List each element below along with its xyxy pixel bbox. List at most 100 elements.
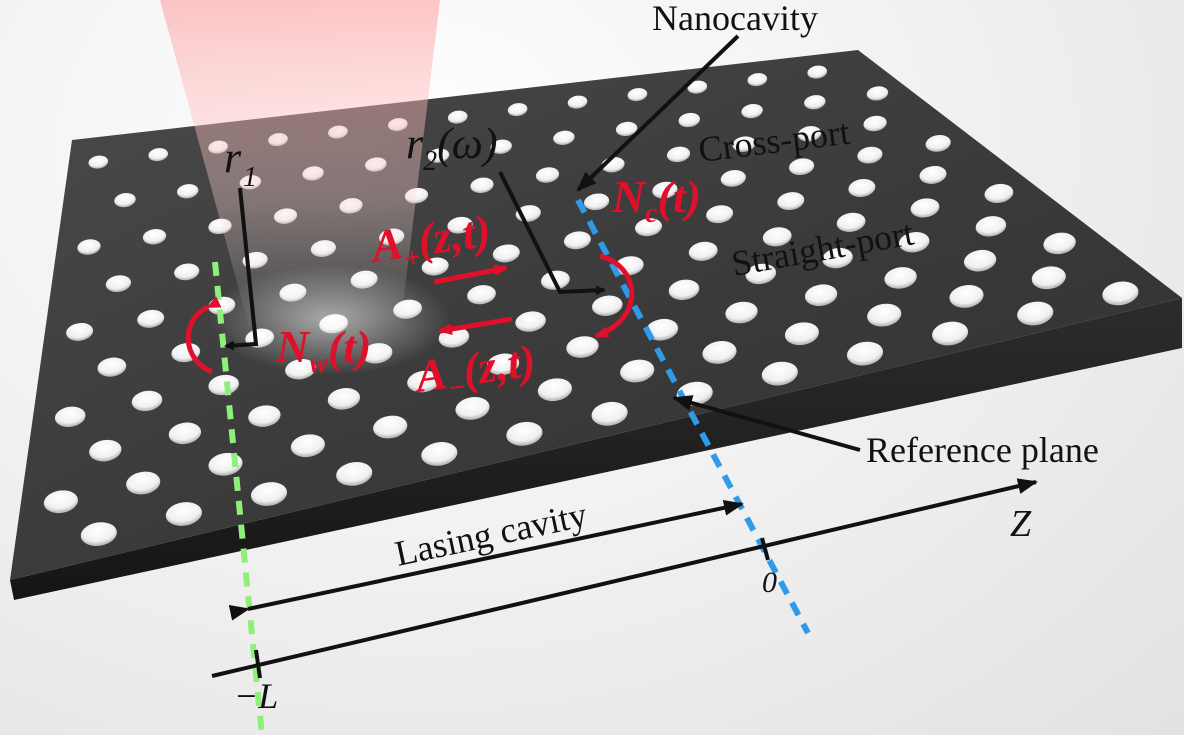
- air-hole: [615, 121, 638, 137]
- air-hole: [373, 415, 408, 439]
- air-hole: [89, 439, 122, 462]
- air-hole: [290, 434, 325, 458]
- air-hole: [447, 110, 468, 124]
- air-hole: [848, 179, 876, 197]
- air-hole: [592, 295, 623, 316]
- air-hole: [174, 263, 200, 281]
- air-hole: [208, 374, 239, 396]
- air-hole: [867, 303, 902, 327]
- air-hole: [97, 357, 127, 377]
- air-hole: [725, 301, 758, 324]
- air-hole: [137, 309, 165, 328]
- air-hole: [566, 336, 599, 358]
- air-hole: [688, 241, 718, 261]
- air-hole: [919, 165, 947, 184]
- air-hole: [884, 267, 917, 289]
- air-hole: [77, 239, 101, 255]
- a-plus-arrow: [433, 264, 508, 285]
- air-hole: [634, 218, 663, 237]
- air-hole: [506, 421, 543, 446]
- air-hole: [678, 112, 701, 128]
- laser-beam: [160, 0, 440, 330]
- air-hole: [467, 285, 496, 305]
- minus-l-tick: [254, 649, 262, 679]
- air-hole: [591, 401, 628, 426]
- air-hole: [142, 228, 167, 245]
- air-hole: [455, 397, 490, 420]
- air-hole: [963, 249, 997, 272]
- air-hole: [788, 158, 815, 176]
- zero-tick: [760, 537, 770, 561]
- air-hole: [486, 353, 520, 376]
- air-hole: [248, 405, 281, 427]
- zero-label: 0: [762, 566, 777, 599]
- air-hole: [898, 232, 930, 253]
- air-hole: [490, 139, 512, 154]
- air-hole: [165, 502, 202, 526]
- air-hole: [567, 95, 588, 109]
- r2-label: r2(ω): [406, 119, 498, 177]
- air-hole: [932, 321, 969, 346]
- air-hole: [131, 390, 163, 412]
- air-hole: [126, 471, 161, 495]
- minus-l-label: −L: [234, 676, 278, 716]
- r2-pointer: [498, 171, 606, 296]
- nc-label: Nc(t): [611, 171, 701, 229]
- air-hole: [507, 103, 528, 117]
- air-hole: [620, 359, 655, 383]
- air-hole: [706, 205, 734, 224]
- air-hole: [975, 216, 1007, 237]
- air-hole: [515, 311, 546, 332]
- blue-dashed-line: [575, 198, 811, 635]
- a-minus-arrow: [438, 316, 513, 335]
- nc-curved-arrow: [594, 253, 635, 339]
- air-hole: [1031, 266, 1066, 290]
- air-hole: [747, 73, 768, 87]
- air-hole: [822, 247, 853, 269]
- r1-pointer: [224, 187, 259, 351]
- nanocavity-label: Nanocavity: [652, 0, 818, 38]
- air-hole: [447, 216, 473, 234]
- air-hole: [535, 167, 560, 183]
- air-hole: [720, 170, 746, 187]
- air-hole: [105, 275, 132, 292]
- air-hole: [407, 370, 440, 393]
- air-hole: [745, 263, 777, 285]
- z-axis-label: Z: [1010, 503, 1032, 545]
- air-hole: [583, 193, 610, 211]
- air-hole: [537, 378, 572, 402]
- laser-spot: [210, 265, 450, 375]
- air-hole: [327, 388, 361, 410]
- air-hole: [492, 244, 520, 263]
- air-hole: [949, 285, 984, 308]
- lasing-cavity-arrow: [228, 499, 744, 621]
- air-hole: [43, 490, 78, 514]
- air-hole: [645, 318, 679, 341]
- air-hole: [866, 86, 889, 101]
- a-minus-label: A−(z,t): [409, 335, 539, 410]
- air-hole: [797, 126, 822, 142]
- air-hole: [421, 257, 449, 276]
- air-hole: [732, 136, 756, 152]
- air-hole: [741, 103, 763, 119]
- nanocavity-pointer: [576, 34, 740, 192]
- air-hole: [668, 279, 700, 300]
- air-hole: [702, 341, 737, 364]
- air-hole: [421, 441, 458, 466]
- air-hole: [863, 115, 887, 132]
- air-hole: [762, 227, 792, 247]
- r1-label: r1: [224, 133, 257, 193]
- nw-label: Nw(t): [275, 321, 371, 379]
- air-hole: [1102, 281, 1139, 306]
- air-hole: [168, 422, 202, 445]
- air-hole: [857, 146, 883, 164]
- slab-top: [10, 50, 1182, 580]
- air-hole: [80, 522, 117, 547]
- air-hole: [666, 146, 691, 163]
- air-hole: [777, 192, 805, 211]
- nw-curved-arrow: [185, 296, 222, 375]
- reference-plane-pointer: [672, 395, 861, 452]
- air-hole: [761, 361, 798, 386]
- air-hole: [336, 461, 373, 486]
